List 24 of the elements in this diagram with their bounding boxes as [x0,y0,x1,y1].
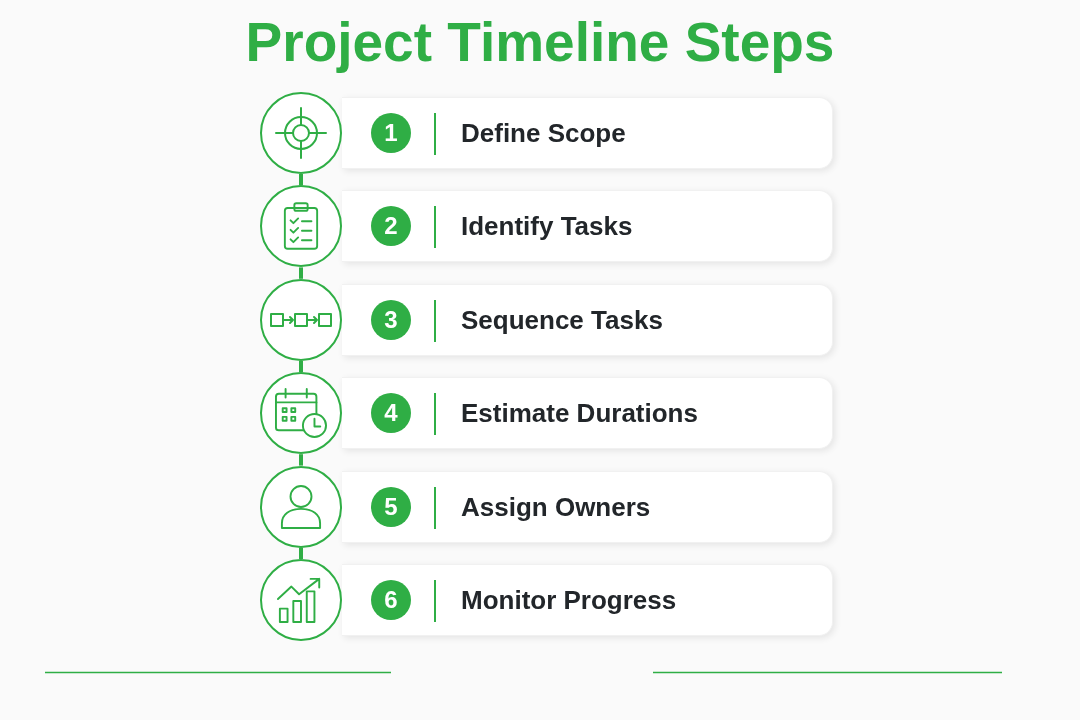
step-label: Assign Owners [461,490,651,523]
connector-line [299,454,303,466]
step-label: Define Scope [461,117,626,149]
step-card [342,190,833,263]
step-number-badge: 5 [371,486,411,527]
step-card [342,470,833,543]
step-label: Identify Tasks [461,210,633,243]
step-card [342,377,833,450]
step-label: Estimate Durations [461,397,698,430]
step-number-badge: 4 [371,393,411,434]
connector-line [299,360,303,373]
step-number-badge: 3 [371,299,411,340]
step-card [342,564,833,636]
step-number-badge: 1 [371,113,411,153]
step-card [342,97,833,169]
step-number-badge: 2 [371,206,411,247]
connector-line [299,174,303,186]
step-number-badge: 6 [371,580,411,620]
step-card [342,283,833,356]
title: Project Timeline Steps [245,10,835,74]
connector-line [299,547,303,559]
connector-line [299,267,303,279]
step-label: Monitor Progress [461,584,677,616]
step-label: Sequence Tasks [461,303,663,336]
